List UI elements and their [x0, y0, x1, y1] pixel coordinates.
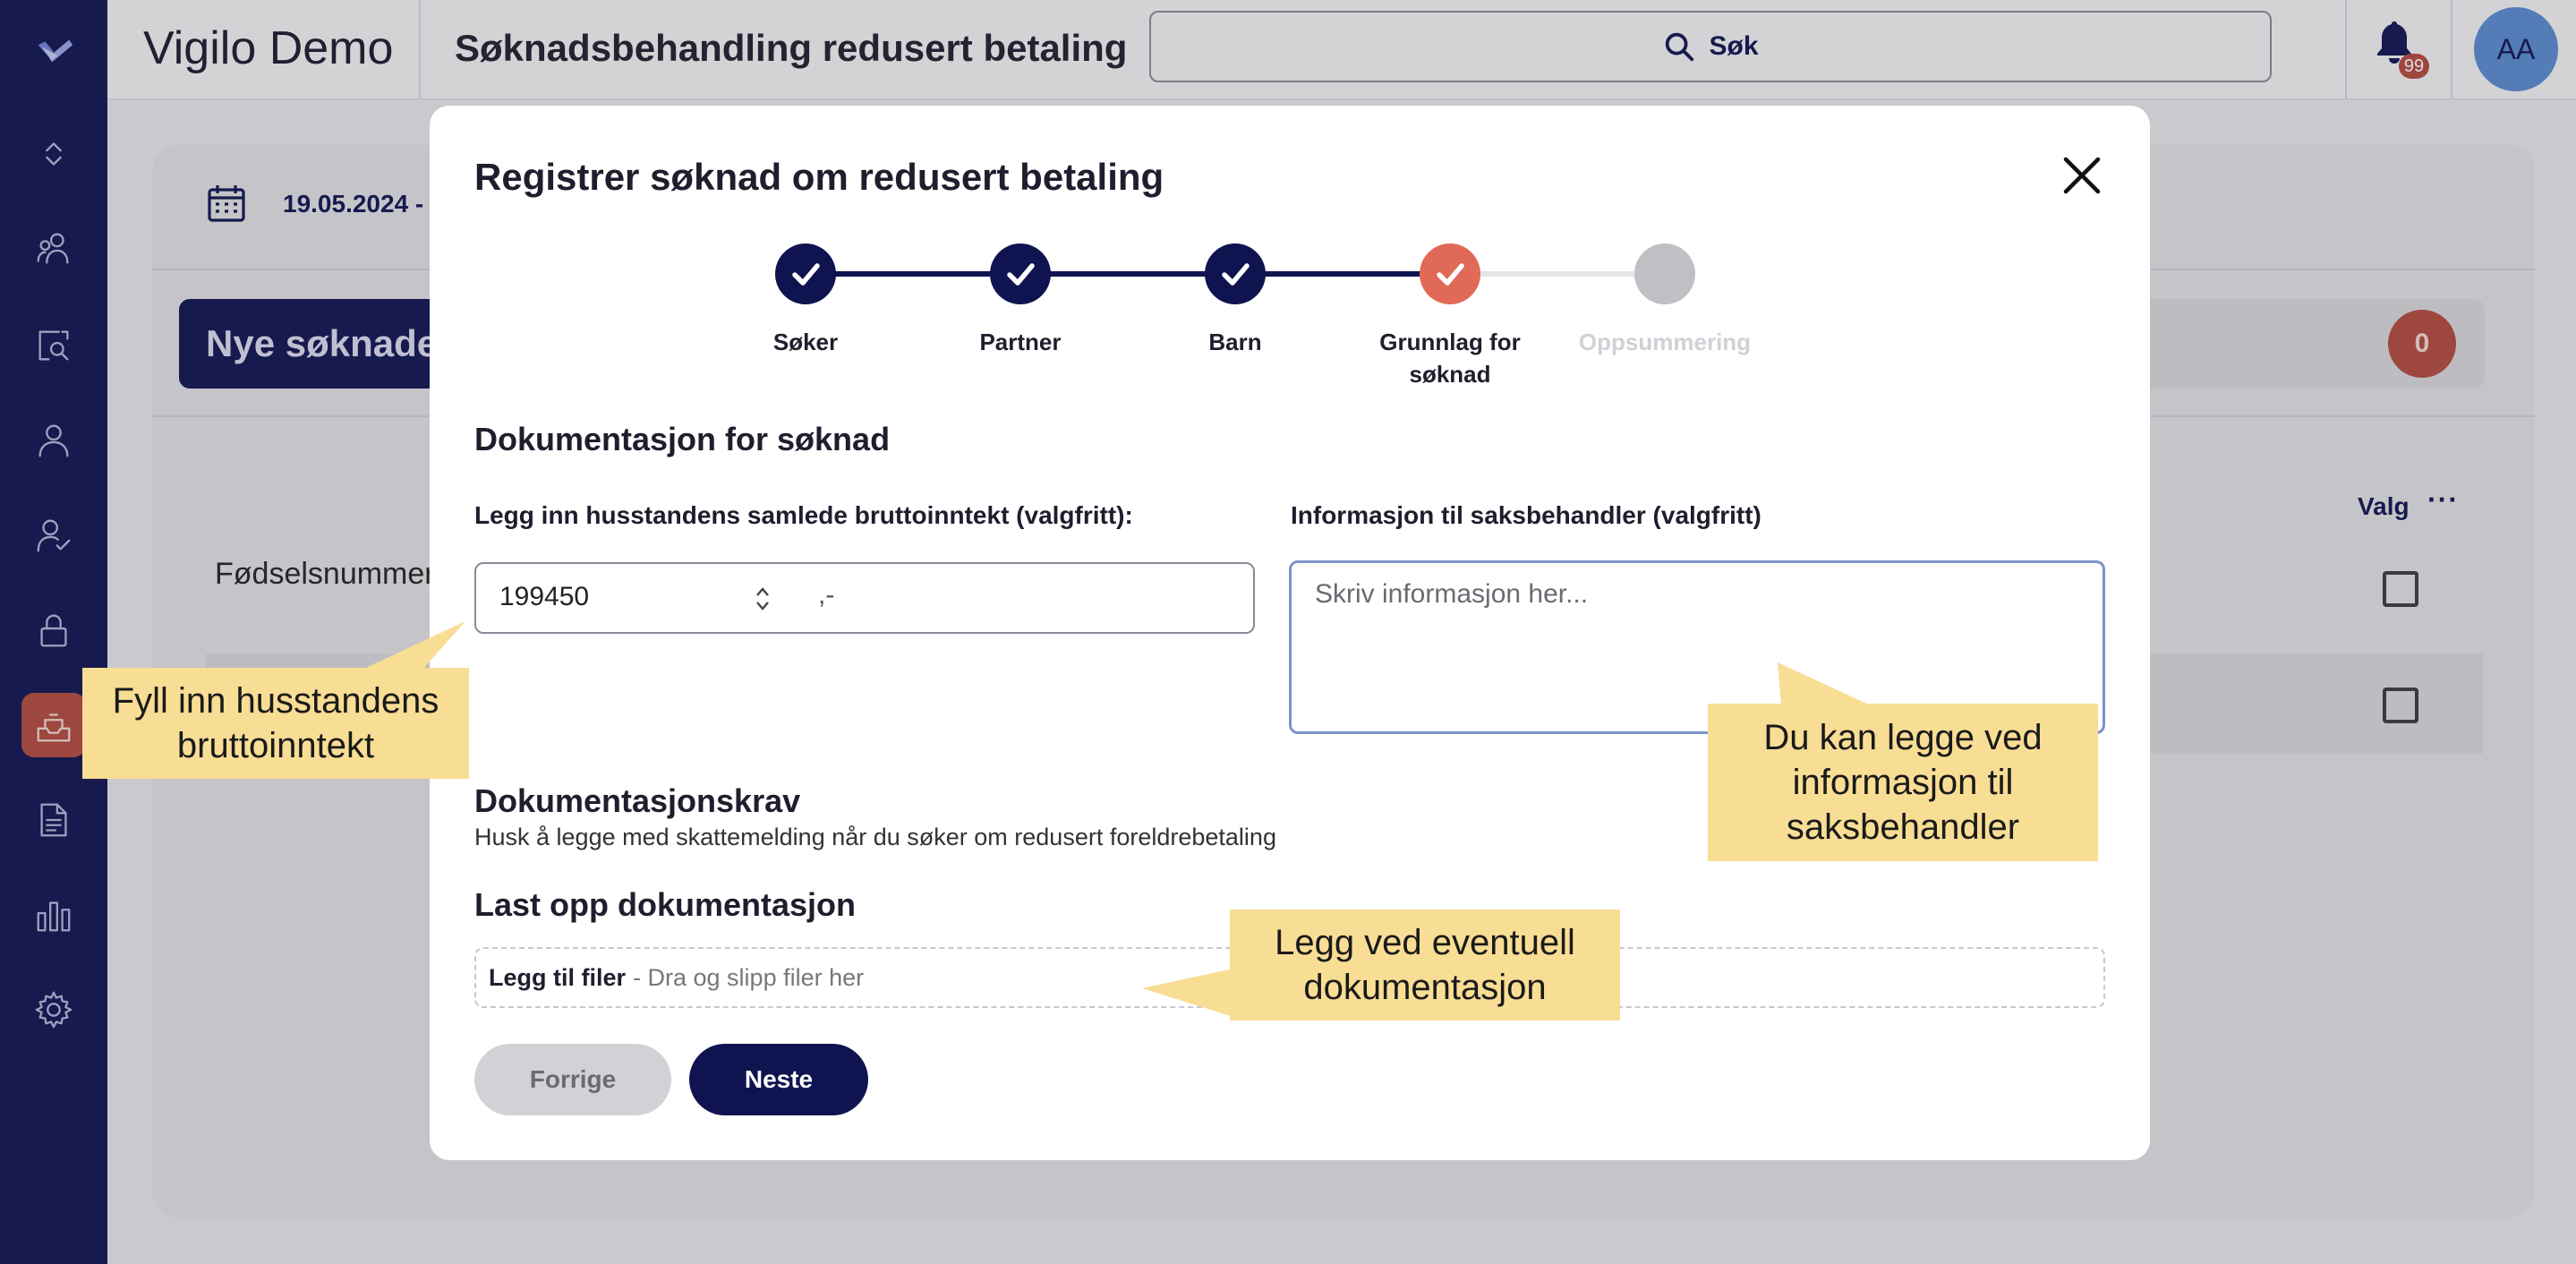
- bell-icon: [2377, 21, 2411, 64]
- column-header-fodselsnummer: Fødselsnummer: [215, 557, 435, 591]
- gear-icon[interactable]: [21, 978, 86, 1042]
- next-button[interactable]: Neste: [689, 1044, 868, 1115]
- check-icon: [1007, 263, 1035, 286]
- stepper-progress-line: [806, 271, 1450, 277]
- more-options-button[interactable]: ···: [2427, 483, 2459, 516]
- drop-hint: - Dra og slipp filer her: [633, 963, 865, 991]
- search-icon: [1666, 32, 1694, 62]
- header-divider: [2451, 0, 2452, 98]
- callout-tail: [340, 621, 465, 671]
- app-title: Vigilo Demo: [143, 22, 394, 74]
- person-check-icon[interactable]: [21, 503, 86, 568]
- header-divider: [2345, 0, 2347, 98]
- step-oppsummering[interactable]: [1634, 243, 1695, 304]
- section-title: Dokumentasjon for søknad: [474, 421, 891, 457]
- step-label: Oppsummering: [1578, 329, 1752, 355]
- step-soker[interactable]: [775, 243, 836, 304]
- check-icon: [792, 263, 820, 286]
- doc-requirements-text: Husk å legge med skattemelding når du sø…: [474, 824, 1276, 850]
- calendar-icon[interactable]: [206, 183, 247, 224]
- tab-count-badge: 0: [2388, 310, 2456, 378]
- modal-title: Registrer søknad om redusert betaling: [474, 156, 1164, 198]
- avatar[interactable]: AA: [2474, 7, 2558, 91]
- step-barn[interactable]: [1205, 243, 1266, 304]
- header-divider: [419, 0, 421, 98]
- callout-tail: [1142, 961, 1233, 1024]
- callout-docs-text: Legg ved eventuell dokumentasjon: [1275, 923, 1575, 1007]
- bar-chart-icon[interactable]: [21, 883, 86, 947]
- document-icon[interactable]: [21, 788, 86, 852]
- callout-info-text: Du kan legge ved informasjon til saksbeh…: [1763, 718, 2043, 847]
- tab-new-applications[interactable]: Nye søknader: [179, 299, 465, 389]
- inbox-icon[interactable]: [21, 693, 86, 757]
- step-partner[interactable]: [990, 243, 1051, 304]
- doc-requirements-title: Dokumentasjonskrav: [474, 782, 801, 819]
- logo-icon[interactable]: [21, 18, 86, 82]
- close-button[interactable]: [2057, 150, 2107, 201]
- search-label: Søk: [1709, 31, 1759, 61]
- step-label: Barn: [1208, 329, 1262, 355]
- top-header: Vigilo Demo Søknadsbehandling redusert b…: [107, 0, 2576, 100]
- row-checkbox[interactable]: [2383, 688, 2418, 723]
- person-icon[interactable]: [21, 408, 86, 473]
- number-spinner-icon[interactable]: [754, 584, 772, 614]
- income-value: 199450: [499, 582, 590, 611]
- search-button[interactable]: Søk: [1149, 11, 2272, 82]
- add-files-link[interactable]: Legg til filer: [489, 963, 627, 991]
- valg-column-header: Valg: [2358, 492, 2410, 520]
- users-icon[interactable]: [21, 217, 86, 281]
- search-report-icon[interactable]: [21, 313, 86, 378]
- step-grunnlag[interactable]: [1420, 243, 1480, 304]
- callout-income: Fyll inn husstandens bruttoinntekt: [82, 668, 469, 779]
- callout-tail: [1772, 662, 1880, 705]
- page-title: Søknadsbehandling redusert betaling: [455, 27, 1128, 69]
- info-label: Informasjon til saksbehandler (valgfritt…: [1291, 501, 1761, 529]
- income-label: Legg inn husstandens samlede bruttoinnte…: [474, 501, 1133, 529]
- currency-suffix: ,-: [818, 580, 835, 610]
- collapse-icon[interactable]: [21, 122, 86, 186]
- previous-button[interactable]: Forrige: [474, 1044, 671, 1115]
- callout-docs: Legg ved eventuell dokumentasjon: [1230, 910, 1620, 1021]
- stepper-remaining-line: [1450, 271, 1665, 277]
- check-icon: [1437, 263, 1464, 286]
- check-icon: [1222, 263, 1250, 286]
- callout-income-text: Fyll inn husstandens bruttoinntekt: [112, 681, 439, 765]
- notification-button[interactable]: 99: [2374, 20, 2429, 79]
- step-label: Partner: [979, 329, 1062, 355]
- callout-info: Du kan legge ved informasjon til saksbeh…: [1708, 704, 2098, 861]
- upload-title: Last opp dokumentasjon: [474, 886, 857, 923]
- date-range[interactable]: 19.05.2024 -: [283, 190, 424, 218]
- step-label: Søker: [772, 329, 839, 355]
- row-checkbox[interactable]: [2383, 571, 2418, 607]
- close-icon: [2063, 157, 2101, 194]
- lock-icon[interactable]: [21, 598, 86, 662]
- notification-badge: 99: [2399, 54, 2429, 79]
- sidebar: [0, 0, 107, 1264]
- income-input[interactable]: 199450 ,-: [474, 562, 1255, 634]
- step-label: Grunnlag for søknad: [1379, 329, 1521, 388]
